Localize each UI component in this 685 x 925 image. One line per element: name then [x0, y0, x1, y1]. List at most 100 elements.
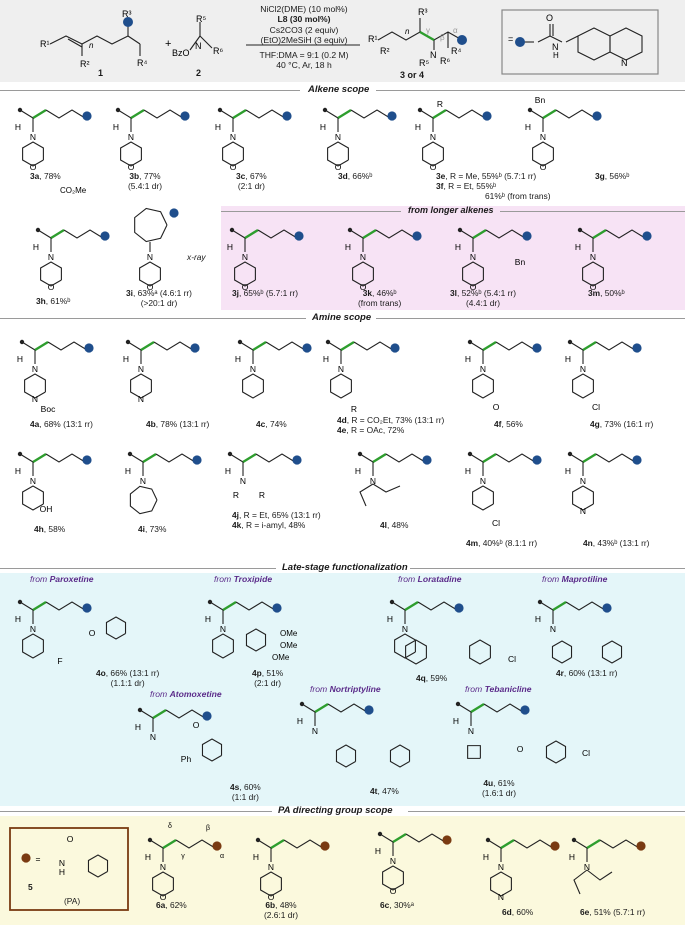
- n-atom: N: [30, 132, 36, 142]
- pyridine-ring: [87, 854, 109, 878]
- n-atom: N: [32, 364, 38, 374]
- label-4j: 4j, R = Et, 65% (13:1 rr): [232, 510, 321, 520]
- svg-text:N: N: [621, 58, 628, 68]
- ester-label: CO₂Me: [60, 186, 87, 195]
- bond-chain: [555, 109, 596, 119]
- green-bond: [404, 600, 419, 612]
- pa-dg-dot: [550, 841, 560, 851]
- dg-dot: [190, 343, 200, 353]
- h-label: H: [59, 867, 65, 877]
- dg-dot: [282, 111, 292, 121]
- amine-ring: [572, 485, 594, 511]
- ring-heteroatom: O: [590, 282, 597, 292]
- ring-heteroatom: O: [268, 892, 275, 902]
- n-atom: N: [335, 132, 341, 142]
- reaction-conditions: NiCl2(DME) (10 mol%) L8 (30 mol%) Cs2CO3…: [260, 4, 348, 46]
- h-label: H: [135, 722, 141, 732]
- bond: [359, 453, 374, 463]
- bond: [139, 709, 154, 719]
- from-nortriptyline: from Nortriptyline: [310, 684, 381, 694]
- bond: [21, 341, 36, 351]
- svg-text:R¹: R¹: [368, 34, 378, 44]
- n-atom: N: [250, 364, 256, 374]
- bond-chain: [586, 869, 613, 881]
- svg-text:R³: R³: [122, 9, 132, 19]
- divider: [376, 318, 685, 319]
- cl-label: Cl: [592, 402, 600, 412]
- amine-ring: [394, 633, 416, 659]
- bond: [149, 839, 164, 849]
- bond: [569, 453, 584, 463]
- svg-text:R³: R³: [418, 7, 428, 17]
- bond-chain: [565, 601, 606, 611]
- ring-heteroatom: N: [32, 394, 38, 404]
- bond: [459, 229, 474, 239]
- pyridine-ring: [405, 639, 427, 665]
- h-label: H: [355, 466, 361, 476]
- o-label: O: [193, 720, 200, 730]
- divider: [0, 90, 300, 91]
- label-3l: 3l, 52%ᵇ (5.4:1 rr)(4.4:1 dr): [450, 288, 517, 308]
- amine-ring: [242, 373, 264, 399]
- label-6c: 6c, 30%ᵃ: [380, 900, 414, 910]
- xray-note: x-ray: [187, 252, 206, 262]
- greek-label: α: [220, 853, 224, 860]
- label-4h: 4h, 58%: [34, 524, 66, 534]
- dg-dot: [632, 343, 642, 353]
- bond-chain: [350, 109, 391, 119]
- svg-text:N: N: [552, 42, 559, 52]
- n-atom: N: [48, 252, 54, 262]
- bond-chain: [359, 483, 374, 507]
- header-band: [0, 0, 685, 82]
- divider: [0, 318, 306, 319]
- svg-text:BzO: BzO: [172, 48, 190, 58]
- label-6e: 6e, 51% (5.7:1 rr): [580, 907, 646, 917]
- label-4g: 4g, 73% (16:1 rr): [590, 419, 654, 429]
- amine-ring: [139, 261, 161, 287]
- bond: [19, 453, 34, 463]
- svg-text:α: α: [453, 26, 458, 35]
- divider: [408, 811, 685, 812]
- bond: [391, 601, 406, 611]
- n-atom: N: [430, 132, 436, 142]
- cl-label: Cl: [492, 518, 500, 528]
- greek-label: γ: [181, 853, 185, 860]
- h-label: H: [227, 242, 233, 252]
- bond-chain: [235, 601, 276, 611]
- label-3h: 3h, 61%ᵇ: [36, 296, 71, 306]
- amine-ring: [22, 141, 44, 167]
- bond: [327, 341, 342, 351]
- ph-label: Ph: [181, 754, 192, 764]
- o-label: O: [517, 744, 524, 754]
- n-atom: N: [30, 624, 36, 634]
- bond-chain: [47, 341, 88, 351]
- svg-text:R⁴: R⁴: [137, 58, 147, 68]
- green-bond: [592, 228, 607, 240]
- bond: [579, 229, 594, 239]
- h-label: H: [453, 716, 459, 726]
- ring-heteroatom: O: [160, 892, 167, 902]
- amine-ring: [330, 373, 352, 399]
- label-3c: 3c, 67%(2:1 dr): [236, 171, 267, 191]
- label-4n: 4n, 43%ᵇ (13:1 rr): [583, 538, 650, 548]
- n-atom: N: [584, 862, 590, 872]
- bond-chain: [495, 341, 536, 351]
- dg-dot: [302, 343, 312, 353]
- green-bond: [162, 838, 177, 850]
- label-3m: 3m, 50%ᵇ: [588, 288, 625, 298]
- bond-chain: [595, 453, 636, 463]
- bond: [257, 839, 272, 849]
- aryl-ring: [551, 640, 573, 664]
- h-label: H: [297, 716, 303, 726]
- eq-sign: =: [36, 854, 41, 864]
- aryl-ring: [245, 628, 267, 652]
- h-label: H: [17, 354, 23, 364]
- green-bond: [232, 108, 247, 120]
- svg-text:N: N: [195, 41, 202, 51]
- n-atom: N: [338, 364, 344, 374]
- ome-label: OMe: [272, 653, 290, 662]
- amine-ring: [120, 141, 142, 167]
- n-atom: N: [140, 476, 146, 486]
- reaction-scheme: R¹ R² n R³ R⁴ + R⁵ BzO N R⁶ R¹ R² n γ β …: [40, 7, 659, 75]
- svg-text:=: =: [508, 34, 513, 44]
